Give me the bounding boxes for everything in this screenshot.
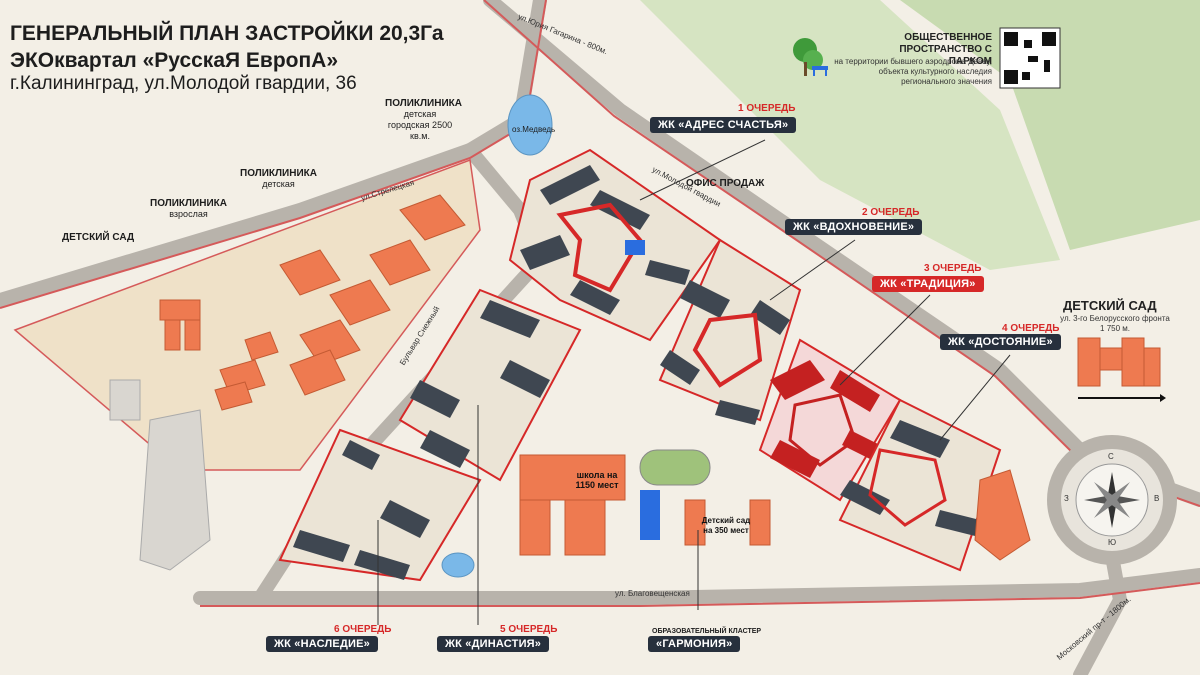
park-tree-bench-icon	[793, 38, 828, 76]
street-blagov: ул. Благовещенская	[615, 589, 690, 598]
page-title: ГЕНЕРАЛЬНЫЙ ПЛАН ЗАСТРОЙКИ 20,3Га	[10, 22, 444, 45]
label-kindergarten-350: Детский сад на 350 мест	[701, 516, 751, 535]
label-polyclinic-child: ПОЛИКЛИНИКА детская	[240, 168, 317, 189]
queue4-buildings	[840, 420, 980, 536]
label-sales-office: ОФИС ПРОДАЖ	[686, 178, 765, 189]
label-polyclinic-adult: ПОЛИКЛИНИКА взрослая	[150, 198, 227, 219]
queue5-name[interactable]: ЖК «ДИНАСТИЯ»	[437, 636, 550, 652]
queue3-name[interactable]: ЖК «ТРАДИЦИЯ»	[872, 276, 984, 292]
park-title: ОБЩЕСТВЕННОЕ ПРОСТРАНСТВО С ПАРКОМ	[899, 32, 992, 67]
south-pond	[441, 552, 475, 578]
queue6-label: 6 ОЧЕРЕДЬ	[334, 624, 392, 635]
compass-w: З	[1064, 494, 1069, 503]
clinic-buildings	[214, 194, 466, 411]
queue1-pool	[625, 240, 645, 255]
queue2-courtyard	[692, 312, 763, 388]
queue6-buildings	[293, 440, 430, 580]
queue1-name[interactable]: ЖК «АДРЕС СЧАСТЬЯ»	[650, 117, 797, 133]
project-address: г.Калининград, ул.Молодой гвардии, 36	[10, 73, 357, 94]
queue6-name[interactable]: ЖК «НАСЛЕДИЕ»	[266, 636, 378, 652]
queue2-name[interactable]: ЖК «ВДОХНОВЕНИЕ»	[785, 219, 923, 235]
east-orange-building	[974, 469, 1031, 561]
compass-icon	[1084, 472, 1140, 528]
kindergarten-east-building	[1077, 337, 1161, 387]
qr-code-icon	[999, 27, 1061, 89]
kindergarten-350-building	[684, 499, 771, 546]
queue1-buildings	[520, 165, 690, 315]
park-area-inner	[640, 0, 1060, 270]
queue5-label: 5 ОЧЕРЕДЬ	[500, 624, 558, 635]
label-kindergarten-east-sub: ул. 3-го Белорусского фронта 1 750 м.	[1060, 314, 1170, 333]
queue4-label: 4 ОЧЕРЕДЬ	[1002, 323, 1060, 334]
queue4-name[interactable]: ЖК «ДОСТОЯНИЕ»	[940, 334, 1061, 350]
compass-n: С	[1108, 452, 1114, 461]
queue2-buildings	[660, 280, 790, 425]
stadium	[639, 449, 711, 486]
project-title: ЭКОквартал «РусскаЯ ЕвропА»	[10, 49, 339, 72]
queue3-courtyard	[788, 393, 857, 467]
queue4-courtyard	[868, 448, 947, 527]
queue5-buildings	[410, 300, 550, 468]
queue1-label: 1 ОЧЕРЕДЬ	[738, 103, 796, 114]
queue1-courtyard	[556, 202, 643, 293]
queue3-buildings	[770, 360, 880, 478]
kindergarten-left-building	[159, 299, 201, 351]
lake-medved	[507, 94, 553, 156]
queue2-label: 2 ОЧЕРЕДЬ	[862, 207, 920, 218]
compass-e: В	[1154, 494, 1160, 503]
cluster-sub-label: ОБРАЗОВАТЕЛЬНЫЙ КЛАСТЕР	[652, 628, 762, 635]
sports-courts	[640, 490, 660, 540]
school-building	[519, 454, 626, 556]
park-area	[680, 0, 1200, 250]
park-subtitle: на территории бывшего аэродрома Девау, о…	[834, 57, 992, 86]
compass-s: Ю	[1108, 538, 1117, 547]
existing-buildings	[109, 379, 211, 571]
label-kindergarten-east: ДЕТСКИЙ САД	[1063, 298, 1157, 313]
queue5-plot	[398, 288, 582, 482]
label-polyclinic-child-city: ПОЛИКЛИНИКА детская городская 2500 кв.м.	[385, 98, 462, 141]
leader-lines	[377, 139, 1011, 625]
queue3-label: 3 ОЧЕРЕДЬ	[924, 263, 982, 274]
label-kindergarten-left: ДЕТСКИЙ САД	[62, 232, 135, 243]
cluster-name[interactable]: «ГАРМОНИЯ»	[648, 636, 741, 652]
label-lake-medved: оз.Медведь	[512, 125, 556, 134]
label-school: школа на 1150 мест	[575, 470, 619, 490]
